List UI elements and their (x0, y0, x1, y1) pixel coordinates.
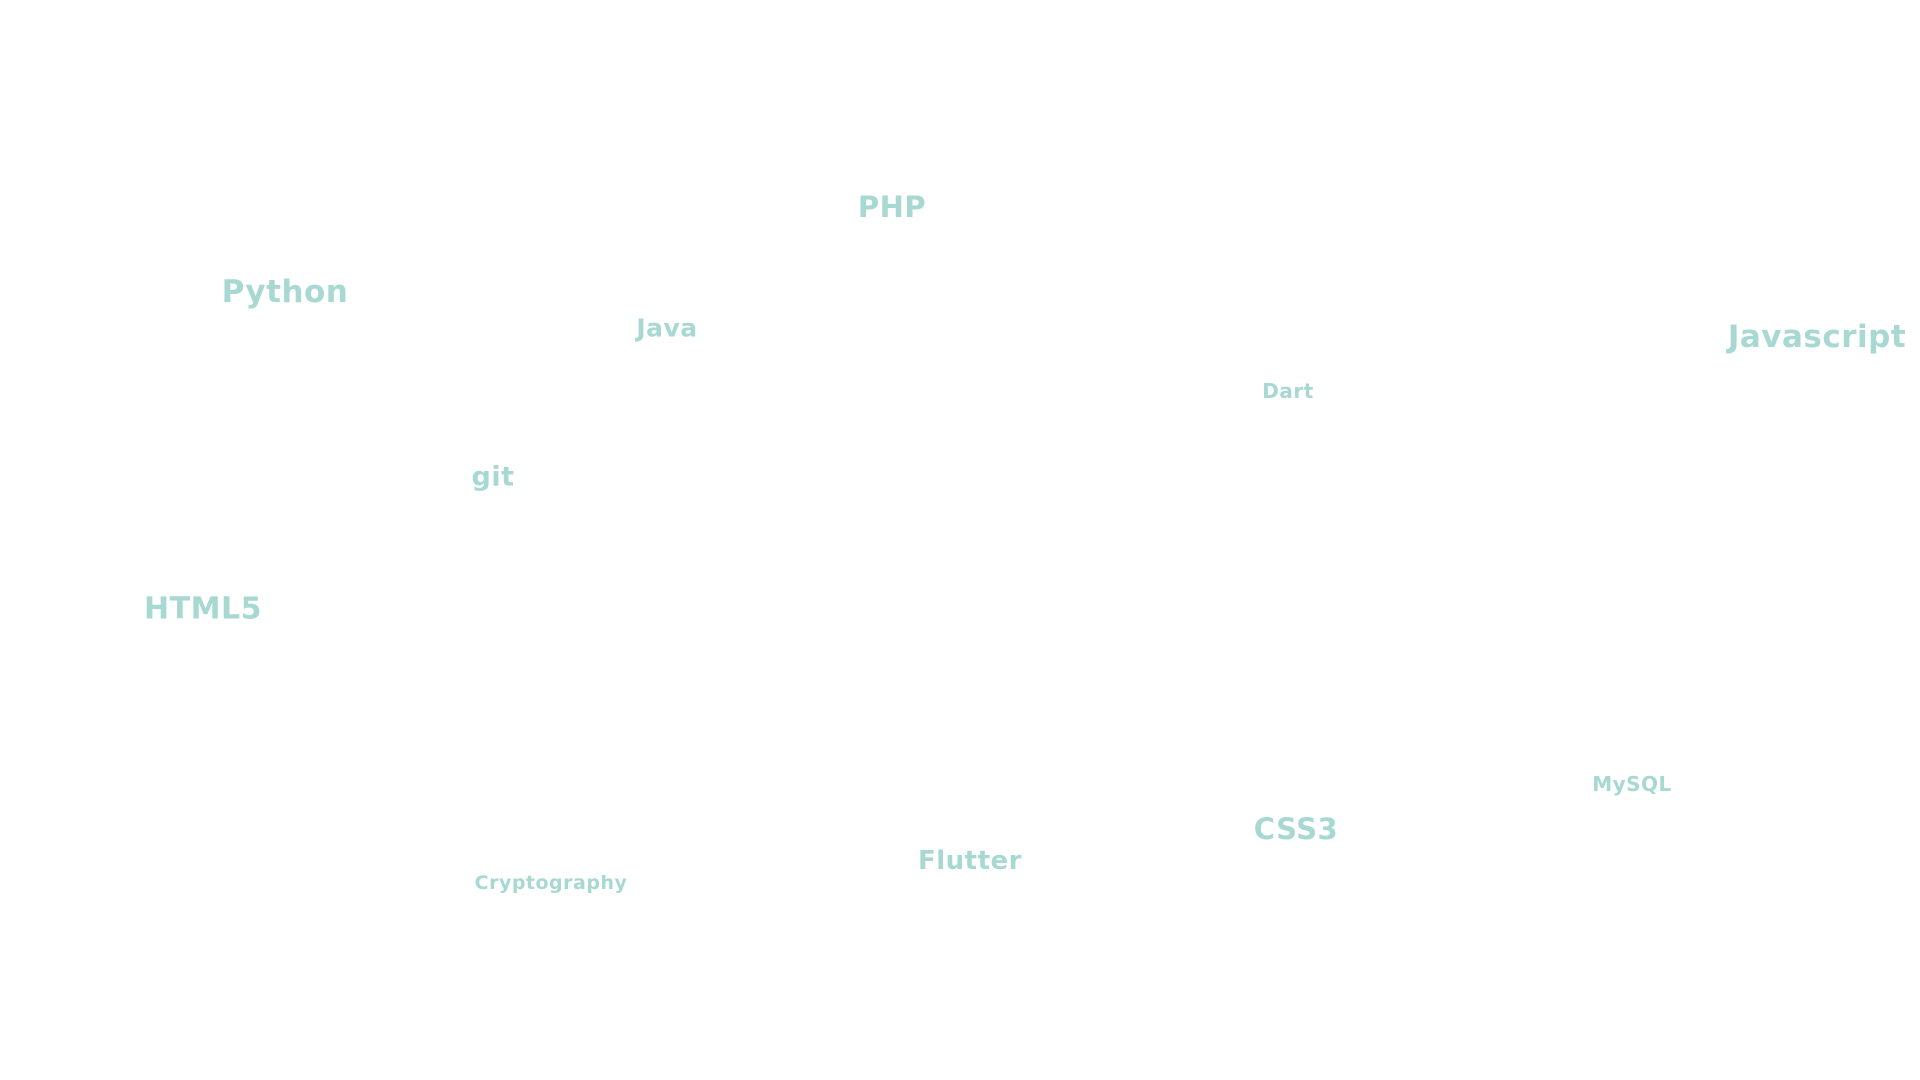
tag-flutter[interactable]: Flutter (918, 846, 1022, 876)
tag-python[interactable]: Python (221, 274, 349, 310)
tag-php[interactable]: PHP (857, 190, 927, 224)
tag-mysql[interactable]: MySQL (1592, 772, 1672, 796)
tag-git[interactable]: git (471, 461, 515, 493)
tag-dart[interactable]: Dart (1262, 379, 1314, 403)
tag-cryptography[interactable]: Cryptography (474, 872, 628, 894)
tag-java[interactable]: Java (636, 313, 698, 343)
tag-css3[interactable]: CSS3 (1253, 812, 1339, 846)
tag-javascript[interactable]: Javascript (1727, 319, 1907, 355)
tag-html5[interactable]: HTML5 (144, 591, 262, 627)
